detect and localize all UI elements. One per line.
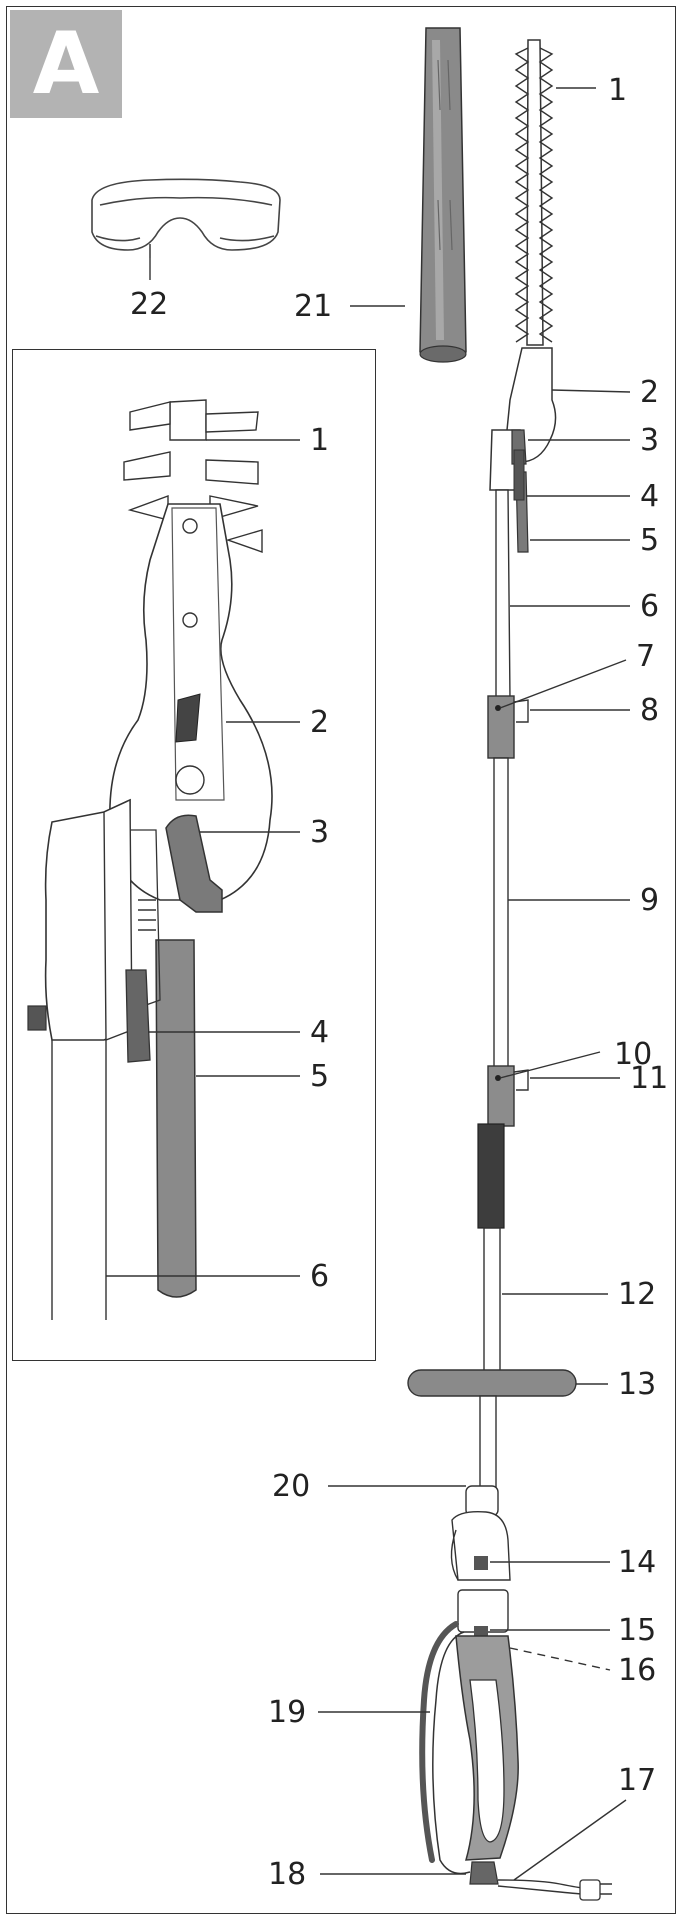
label-22: 22	[130, 287, 168, 322]
upper-pole-drawing	[495, 489, 511, 701]
main-handle-drawing	[419, 1395, 612, 1901]
label-3: 3	[640, 423, 659, 458]
label-7: 7	[636, 639, 655, 674]
label-14: 14	[618, 1545, 656, 1580]
label-16: 16	[618, 1653, 656, 1688]
label-1: 1	[608, 73, 627, 108]
label-12: 12	[618, 1277, 656, 1312]
label-9: 9	[640, 883, 659, 918]
label-19: 19	[268, 1695, 306, 1730]
label-8: 8	[640, 693, 659, 728]
inset-label-1: 1	[310, 423, 329, 458]
inset-label-6: 6	[310, 1259, 329, 1294]
label-15: 15	[618, 1613, 656, 1648]
inset-label-4: 4	[310, 1015, 329, 1050]
gear-head-drawing	[489, 347, 557, 553]
label-2: 2	[640, 375, 659, 410]
inset-label-2: 2	[310, 705, 329, 740]
blade-drawing	[514, 39, 554, 346]
inset-detail-drawing	[27, 399, 273, 1320]
middle-pole-drawing	[493, 757, 509, 1071]
label-5: 5	[640, 523, 659, 558]
label-17: 17	[618, 1763, 656, 1798]
label-20: 20	[272, 1469, 310, 1504]
inset-label-5: 5	[310, 1059, 329, 1094]
label-4: 4	[640, 479, 659, 514]
upper-coupling-drawing	[487, 695, 529, 759]
bail-handle-drawing	[407, 1369, 577, 1397]
detail-inset-frame	[12, 349, 376, 1361]
lower-coupling-drawing	[477, 1065, 529, 1229]
label-10: 10	[614, 1037, 652, 1072]
safety-glasses-drawing	[91, 178, 281, 258]
blade-cover-drawing	[419, 27, 467, 363]
inset-label-3: 3	[310, 815, 329, 850]
label-18: 18	[268, 1857, 306, 1892]
label-13: 13	[618, 1367, 656, 1402]
label-6: 6	[640, 589, 659, 624]
figure-letter-badge: A	[10, 10, 122, 118]
figure-frame	[6, 6, 676, 1914]
label-11: 11	[630, 1061, 668, 1096]
badge-letter: A	[32, 14, 100, 114]
label-21: 21	[294, 289, 332, 324]
lower-pole-drawing	[483, 1227, 501, 1377]
